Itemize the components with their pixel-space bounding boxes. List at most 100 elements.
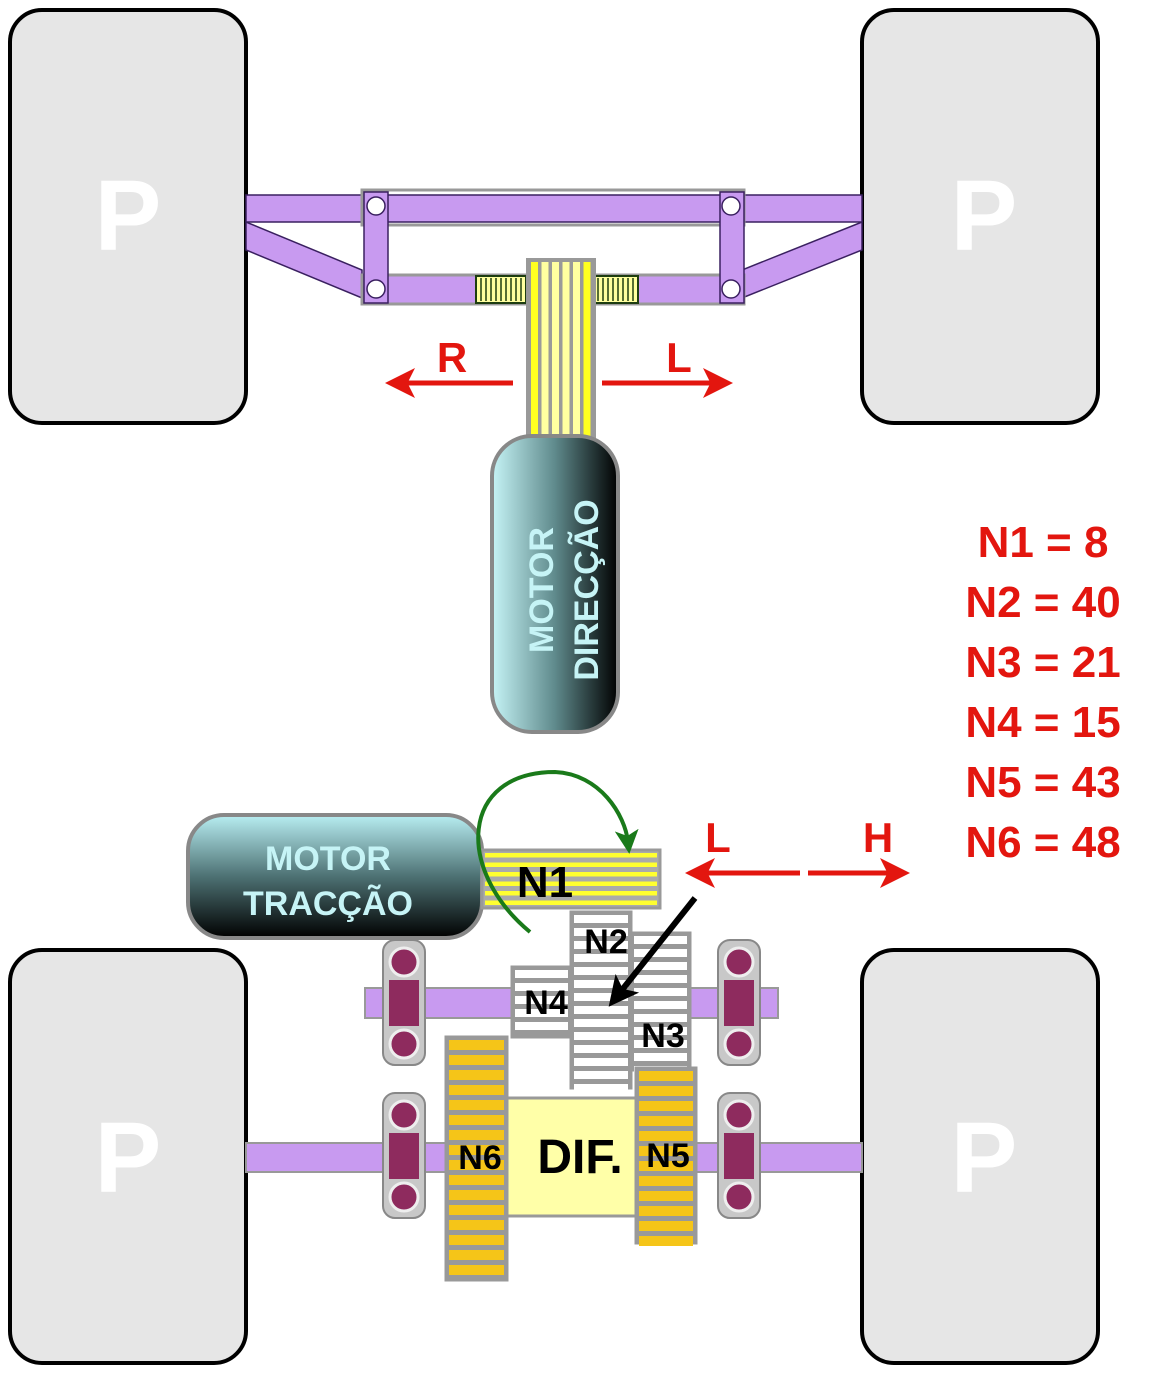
wheel-label: P bbox=[951, 160, 1018, 272]
gear-n1-tooth bbox=[485, 853, 657, 858]
bearing-block bbox=[724, 980, 754, 1026]
bearing-ball bbox=[723, 1028, 755, 1060]
gear-n6-tooth bbox=[449, 1190, 504, 1200]
gear-n5-tooth bbox=[639, 1221, 693, 1231]
gear-n3-tooth bbox=[634, 1040, 687, 1048]
ratio-n4: N4 = 15 bbox=[965, 698, 1120, 747]
gear-n6-tooth bbox=[449, 1235, 504, 1245]
gear-n2-tooth bbox=[574, 1071, 628, 1079]
rotation-arrow-icon bbox=[476, 769, 639, 934]
gear-n1-tooth bbox=[485, 862, 657, 867]
steering-shaft bbox=[526, 258, 596, 440]
gear-n2-tooth bbox=[574, 1045, 628, 1053]
bearing-ball bbox=[723, 946, 755, 978]
gear-n4-tooth bbox=[515, 996, 568, 1004]
gear-n6-tooth bbox=[449, 1220, 504, 1230]
differential-label: DIF. bbox=[537, 1131, 622, 1184]
wheel-rear-right: P bbox=[860, 948, 1100, 1365]
bearing-ball bbox=[388, 1099, 420, 1131]
shaft-spline bbox=[573, 262, 580, 440]
wheel-label: P bbox=[951, 1102, 1018, 1214]
shaft-spline bbox=[583, 262, 591, 440]
gear-n5-tooth bbox=[639, 1086, 693, 1096]
gear-n6-tooth bbox=[449, 1175, 504, 1185]
gear-n5-tooth bbox=[639, 1116, 693, 1126]
gear-n2-tooth bbox=[574, 967, 628, 975]
ratio-n3: N3 = 21 bbox=[965, 638, 1120, 687]
shift-low-label: L bbox=[705, 814, 731, 861]
gear-train bbox=[444, 910, 698, 1282]
gear-n3-tooth bbox=[634, 1001, 687, 1009]
gear-n1 bbox=[480, 848, 662, 910]
gear-n1-tooth bbox=[485, 872, 657, 877]
gear-n6-tooth bbox=[449, 1085, 504, 1095]
gear-n3-tooth bbox=[634, 1053, 687, 1061]
gear-n4-tooth bbox=[515, 1022, 568, 1030]
gear-n1 bbox=[480, 848, 662, 910]
gear-n5-tooth bbox=[639, 1236, 693, 1246]
gear-n6-tooth bbox=[449, 1265, 504, 1275]
gear-n5-tooth bbox=[639, 1071, 693, 1081]
gear-n6-tooth bbox=[449, 1145, 504, 1155]
gear-n2-tooth bbox=[574, 980, 628, 988]
gear-n6-tooth bbox=[449, 1160, 504, 1170]
gear-n5-tooth bbox=[639, 1131, 693, 1141]
ratio-n5: N5 = 43 bbox=[965, 758, 1120, 807]
gear-label-n5: N5 bbox=[646, 1137, 689, 1175]
steering-motor-label-2: DIRECÇÃO bbox=[568, 499, 606, 680]
bearing-block bbox=[389, 980, 419, 1026]
differential bbox=[505, 1096, 638, 1218]
gear-n3-tooth bbox=[634, 962, 687, 970]
gear-n6-tooth bbox=[449, 1055, 504, 1065]
gear-label-n1: N1 bbox=[517, 858, 573, 907]
shaft-spline bbox=[562, 262, 570, 440]
gear-label-n3: N3 bbox=[641, 1017, 684, 1055]
gear-n5-tooth bbox=[639, 1161, 693, 1171]
bearing-ball bbox=[723, 1099, 755, 1131]
traction-motor: MOTOR TRACÇÃO bbox=[186, 813, 484, 940]
gear-label-n6: N6 bbox=[458, 1139, 501, 1177]
bearing-block bbox=[724, 1133, 754, 1179]
bearing-ball bbox=[388, 946, 420, 978]
gear-n2-tooth bbox=[574, 1006, 628, 1014]
gear-n2-tooth bbox=[574, 993, 628, 1001]
shaft-spline bbox=[552, 262, 559, 440]
wheel-label: P bbox=[95, 160, 162, 272]
gear-label-n4: N4 bbox=[524, 984, 568, 1022]
gear-n1-tooth bbox=[485, 891, 657, 896]
gear-n6-tooth bbox=[449, 1130, 504, 1140]
gear-n3-tooth bbox=[634, 1014, 687, 1022]
gear-n2-tooth bbox=[574, 1019, 628, 1027]
bearings bbox=[382, 939, 761, 1219]
gear-n2-tooth bbox=[574, 915, 628, 923]
gear-n5-tooth bbox=[639, 1176, 693, 1186]
gear-n2-tooth bbox=[574, 928, 628, 936]
wheel-rear-left: P bbox=[8, 948, 248, 1365]
steering-rack-teeth bbox=[475, 275, 639, 304]
gear-n1-tooth bbox=[485, 881, 657, 886]
bearing-ball bbox=[388, 1028, 420, 1060]
gear-n3-tooth bbox=[634, 949, 687, 957]
gear-n6-tooth bbox=[449, 1250, 504, 1260]
traction-motor-label-1: MOTOR bbox=[265, 840, 391, 878]
gear-n6-tooth bbox=[449, 1205, 504, 1215]
gear-n5-tooth bbox=[639, 1206, 693, 1216]
gear-n2-tooth bbox=[574, 941, 628, 949]
shaft-spline bbox=[541, 262, 549, 440]
bearing-block bbox=[389, 1133, 419, 1179]
gear-n3-tooth bbox=[634, 975, 687, 983]
gear-n4-tooth bbox=[515, 970, 568, 978]
steering-motor: MOTOR DIRECÇÃO bbox=[490, 434, 620, 734]
gear-n6-tooth bbox=[449, 1115, 504, 1125]
bearing-ball bbox=[388, 1181, 420, 1213]
gear-teeth-list: N1 = 8 N2 = 40 N3 = 21 N4 = 15 N5 = 43 N… bbox=[965, 518, 1120, 867]
steer-left-label: L bbox=[666, 334, 692, 381]
shift-high-label: H bbox=[863, 814, 893, 861]
gear-n3-tooth bbox=[634, 988, 687, 996]
gear-n2-tooth bbox=[574, 1058, 628, 1066]
wheel-front-left: P bbox=[8, 8, 248, 425]
traction-motor-label-2: TRACÇÃO bbox=[243, 885, 413, 923]
gear-n6-tooth bbox=[449, 1070, 504, 1080]
gear-n1-tooth bbox=[485, 900, 657, 905]
